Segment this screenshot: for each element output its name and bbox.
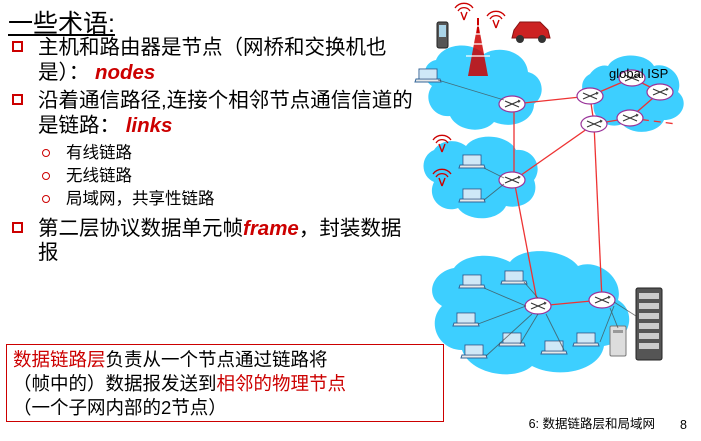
circle-bullet-icon — [42, 149, 50, 158]
network-topology-diagram — [414, 2, 684, 375]
footer-page-number: 8 — [680, 418, 687, 432]
router-icon — [498, 95, 526, 113]
laptop-icon — [460, 344, 488, 359]
square-bullet-icon — [12, 94, 23, 106]
list-item: 局域网，共享性链路 — [36, 188, 418, 211]
footer-chapter-label: 6: 数据链路层和局域网 — [528, 417, 655, 431]
bullet-text: 局域网，共享性链路 — [66, 189, 215, 208]
summary-text-2: （帧中的）数据报发送到 — [13, 373, 217, 395]
wifi-icon — [486, 10, 506, 29]
list-item: 无线链路 — [36, 165, 418, 188]
desktop-computer-icon — [609, 325, 627, 357]
circle-bullet-icon — [42, 172, 50, 181]
device-group-bottom — [452, 270, 663, 361]
bullet-text: 主机和路由器是节点（网桥和交换机也是）： — [38, 36, 387, 84]
device-group-top-left — [414, 2, 551, 113]
cell-tower-icon — [466, 18, 490, 76]
summary-line-2: （帧中的）数据报发送到相邻的物理节点 — [13, 372, 437, 396]
laptop-icon — [452, 312, 480, 327]
router-icon — [646, 83, 674, 101]
square-bullet-icon — [12, 41, 23, 52]
list-item: 第二层协议数据单元帧frame，封装数据报 — [8, 217, 418, 266]
bullet-list: 主机和路由器是节点（网桥和交换机也是）： nodes 沿着通信路径,连接个相邻节… — [8, 36, 418, 270]
laptop-icon — [572, 332, 600, 347]
router-icon — [576, 87, 604, 105]
mobile-phone-icon — [436, 21, 449, 49]
router-icon — [524, 297, 552, 315]
circle-bullet-icon — [42, 194, 50, 203]
page-title: 一些术语: — [8, 10, 115, 38]
summary-line-3: （一个子网内部的2节点） — [13, 396, 437, 420]
laptop-icon — [458, 274, 486, 289]
cloud-region-middle-left — [423, 136, 538, 219]
list-item: 有线链路 — [36, 142, 418, 165]
summary-highlight-1: 数据链路层 — [13, 349, 106, 370]
list-item: 主机和路由器是节点（网桥和交换机也是）： nodes — [8, 36, 418, 85]
summary-highlight-2: 相邻的物理节点 — [216, 373, 347, 395]
global-isp-label: global ISP — [609, 66, 669, 81]
summary-text-3: （一个子网内部的2节点） — [13, 397, 227, 419]
car-icon — [511, 21, 551, 43]
square-bullet-icon — [12, 221, 23, 233]
router-icon — [616, 109, 644, 127]
bullet-text-after: ，封装数据报 — [38, 216, 402, 265]
bullet-text: 无线链路 — [66, 167, 132, 186]
bullet-text: 有线链路 — [66, 144, 132, 163]
wifi-icon — [454, 2, 474, 21]
bullet-keyword: frame — [243, 216, 299, 240]
laptop-icon — [458, 154, 486, 169]
router-icon — [580, 115, 608, 133]
laptop-icon — [498, 332, 526, 347]
cloud-region-right — [582, 55, 684, 132]
laptop-icon — [500, 270, 528, 285]
list-item: 沿着通信路径,连接个相邻节点通信信道的是链路： links — [8, 89, 418, 138]
laptop-icon — [458, 188, 486, 203]
router-icon — [588, 291, 616, 309]
router-icon — [498, 171, 526, 189]
server-rack-icon — [635, 287, 663, 361]
bullet-text: 沿着通信路径,连接个相邻节点通信信道的是链路： — [38, 89, 413, 137]
laptop-icon — [414, 68, 442, 83]
bullet-keyword: links — [125, 113, 173, 137]
summary-text-1: 负责从一个节点通过链路将 — [105, 349, 328, 370]
bullet-text: 第二层协议数据单元帧 — [38, 216, 243, 240]
bullet-keyword: nodes — [94, 60, 156, 84]
summary-line-1: 数据链路层负责从一个节点通过链路将 — [13, 348, 437, 372]
summary-box: 数据链路层负责从一个节点通过链路将 （帧中的）数据报发送到相邻的物理节点 （一个… — [6, 344, 444, 422]
access-links — [437, 79, 637, 357]
